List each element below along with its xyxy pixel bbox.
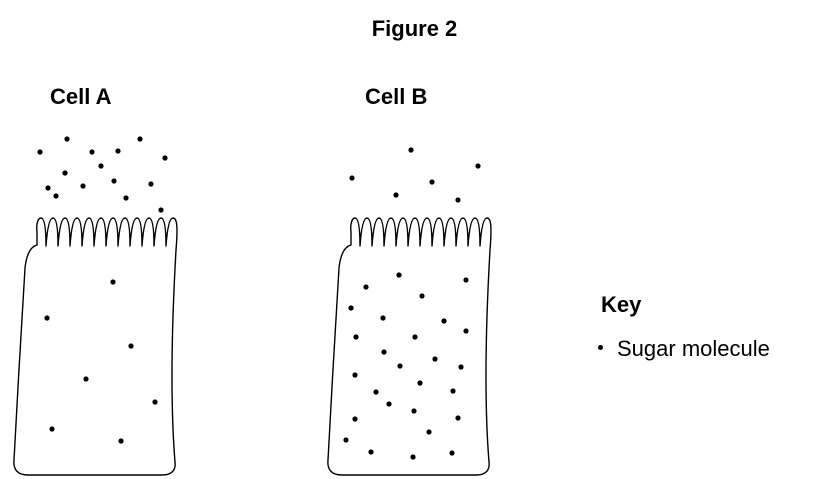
sugar-molecule — [410, 454, 415, 459]
sugar-molecule — [349, 175, 354, 180]
sugar-molecule — [408, 147, 413, 152]
sugar-molecule — [386, 401, 391, 406]
sugar-molecule — [62, 170, 67, 175]
sugar-molecule — [343, 437, 348, 442]
sugar-molecule — [53, 193, 58, 198]
sugar-molecule — [348, 305, 353, 310]
cell-b-inside-molecules — [343, 272, 468, 459]
sugar-molecule — [45, 185, 50, 190]
sugar-molecule — [110, 279, 115, 284]
sugar-molecule — [37, 149, 42, 154]
sugar-molecule — [419, 293, 424, 298]
sugar-molecule — [111, 178, 116, 183]
sugar-molecule — [381, 349, 386, 354]
key-item: Sugar molecule — [598, 336, 770, 362]
sugar-molecule — [397, 363, 402, 368]
key-title: Key — [601, 292, 641, 318]
sugar-molecule — [396, 272, 401, 277]
sugar-molecule — [455, 415, 460, 420]
sugar-molecule — [49, 426, 54, 431]
sugar-molecule — [475, 163, 480, 168]
sugar-molecule — [455, 197, 460, 202]
sugar-molecule — [152, 399, 157, 404]
sugar-molecule — [380, 315, 385, 320]
cell-a-inside-molecules — [44, 279, 157, 443]
sugar-molecule — [363, 284, 368, 289]
cell-a-outside-molecules — [37, 136, 167, 212]
sugar-molecule — [426, 429, 431, 434]
sugar-molecule — [393, 192, 398, 197]
key-item-label: Sugar molecule — [617, 336, 770, 362]
sugar-molecule — [458, 364, 463, 369]
sugar-molecule — [368, 449, 373, 454]
sugar-molecule — [98, 163, 103, 168]
sugar-molecule — [352, 372, 357, 377]
sugar-molecule — [115, 148, 120, 153]
sugar-molecule — [64, 136, 69, 141]
sugar-molecule — [463, 328, 468, 333]
sugar-molecule — [373, 389, 378, 394]
sugar-molecule — [123, 195, 128, 200]
sugar-molecule — [80, 183, 85, 188]
sugar-molecule — [411, 408, 416, 413]
sugar-molecule — [450, 388, 455, 393]
sugar-molecule — [148, 181, 153, 186]
sugar-molecule — [352, 416, 357, 421]
sugar-molecule — [353, 334, 358, 339]
sugar-molecule — [441, 318, 446, 323]
sugar-molecule — [432, 356, 437, 361]
cell-a-membrane — [14, 218, 177, 475]
sugar-molecule-icon — [598, 345, 603, 350]
sugar-molecule — [449, 450, 454, 455]
sugar-molecule — [429, 179, 434, 184]
sugar-molecule — [128, 343, 133, 348]
sugar-molecule — [137, 136, 142, 141]
sugar-molecule — [162, 155, 167, 160]
sugar-molecule — [89, 149, 94, 154]
sugar-molecule — [44, 315, 49, 320]
sugar-molecule — [417, 380, 422, 385]
cell-b-outside-molecules — [349, 147, 480, 202]
sugar-molecule — [463, 277, 468, 282]
cell-b-membrane — [328, 218, 491, 475]
sugar-molecule — [412, 334, 417, 339]
sugar-molecule — [158, 207, 163, 212]
sugar-molecule — [118, 438, 123, 443]
sugar-molecule — [83, 376, 88, 381]
